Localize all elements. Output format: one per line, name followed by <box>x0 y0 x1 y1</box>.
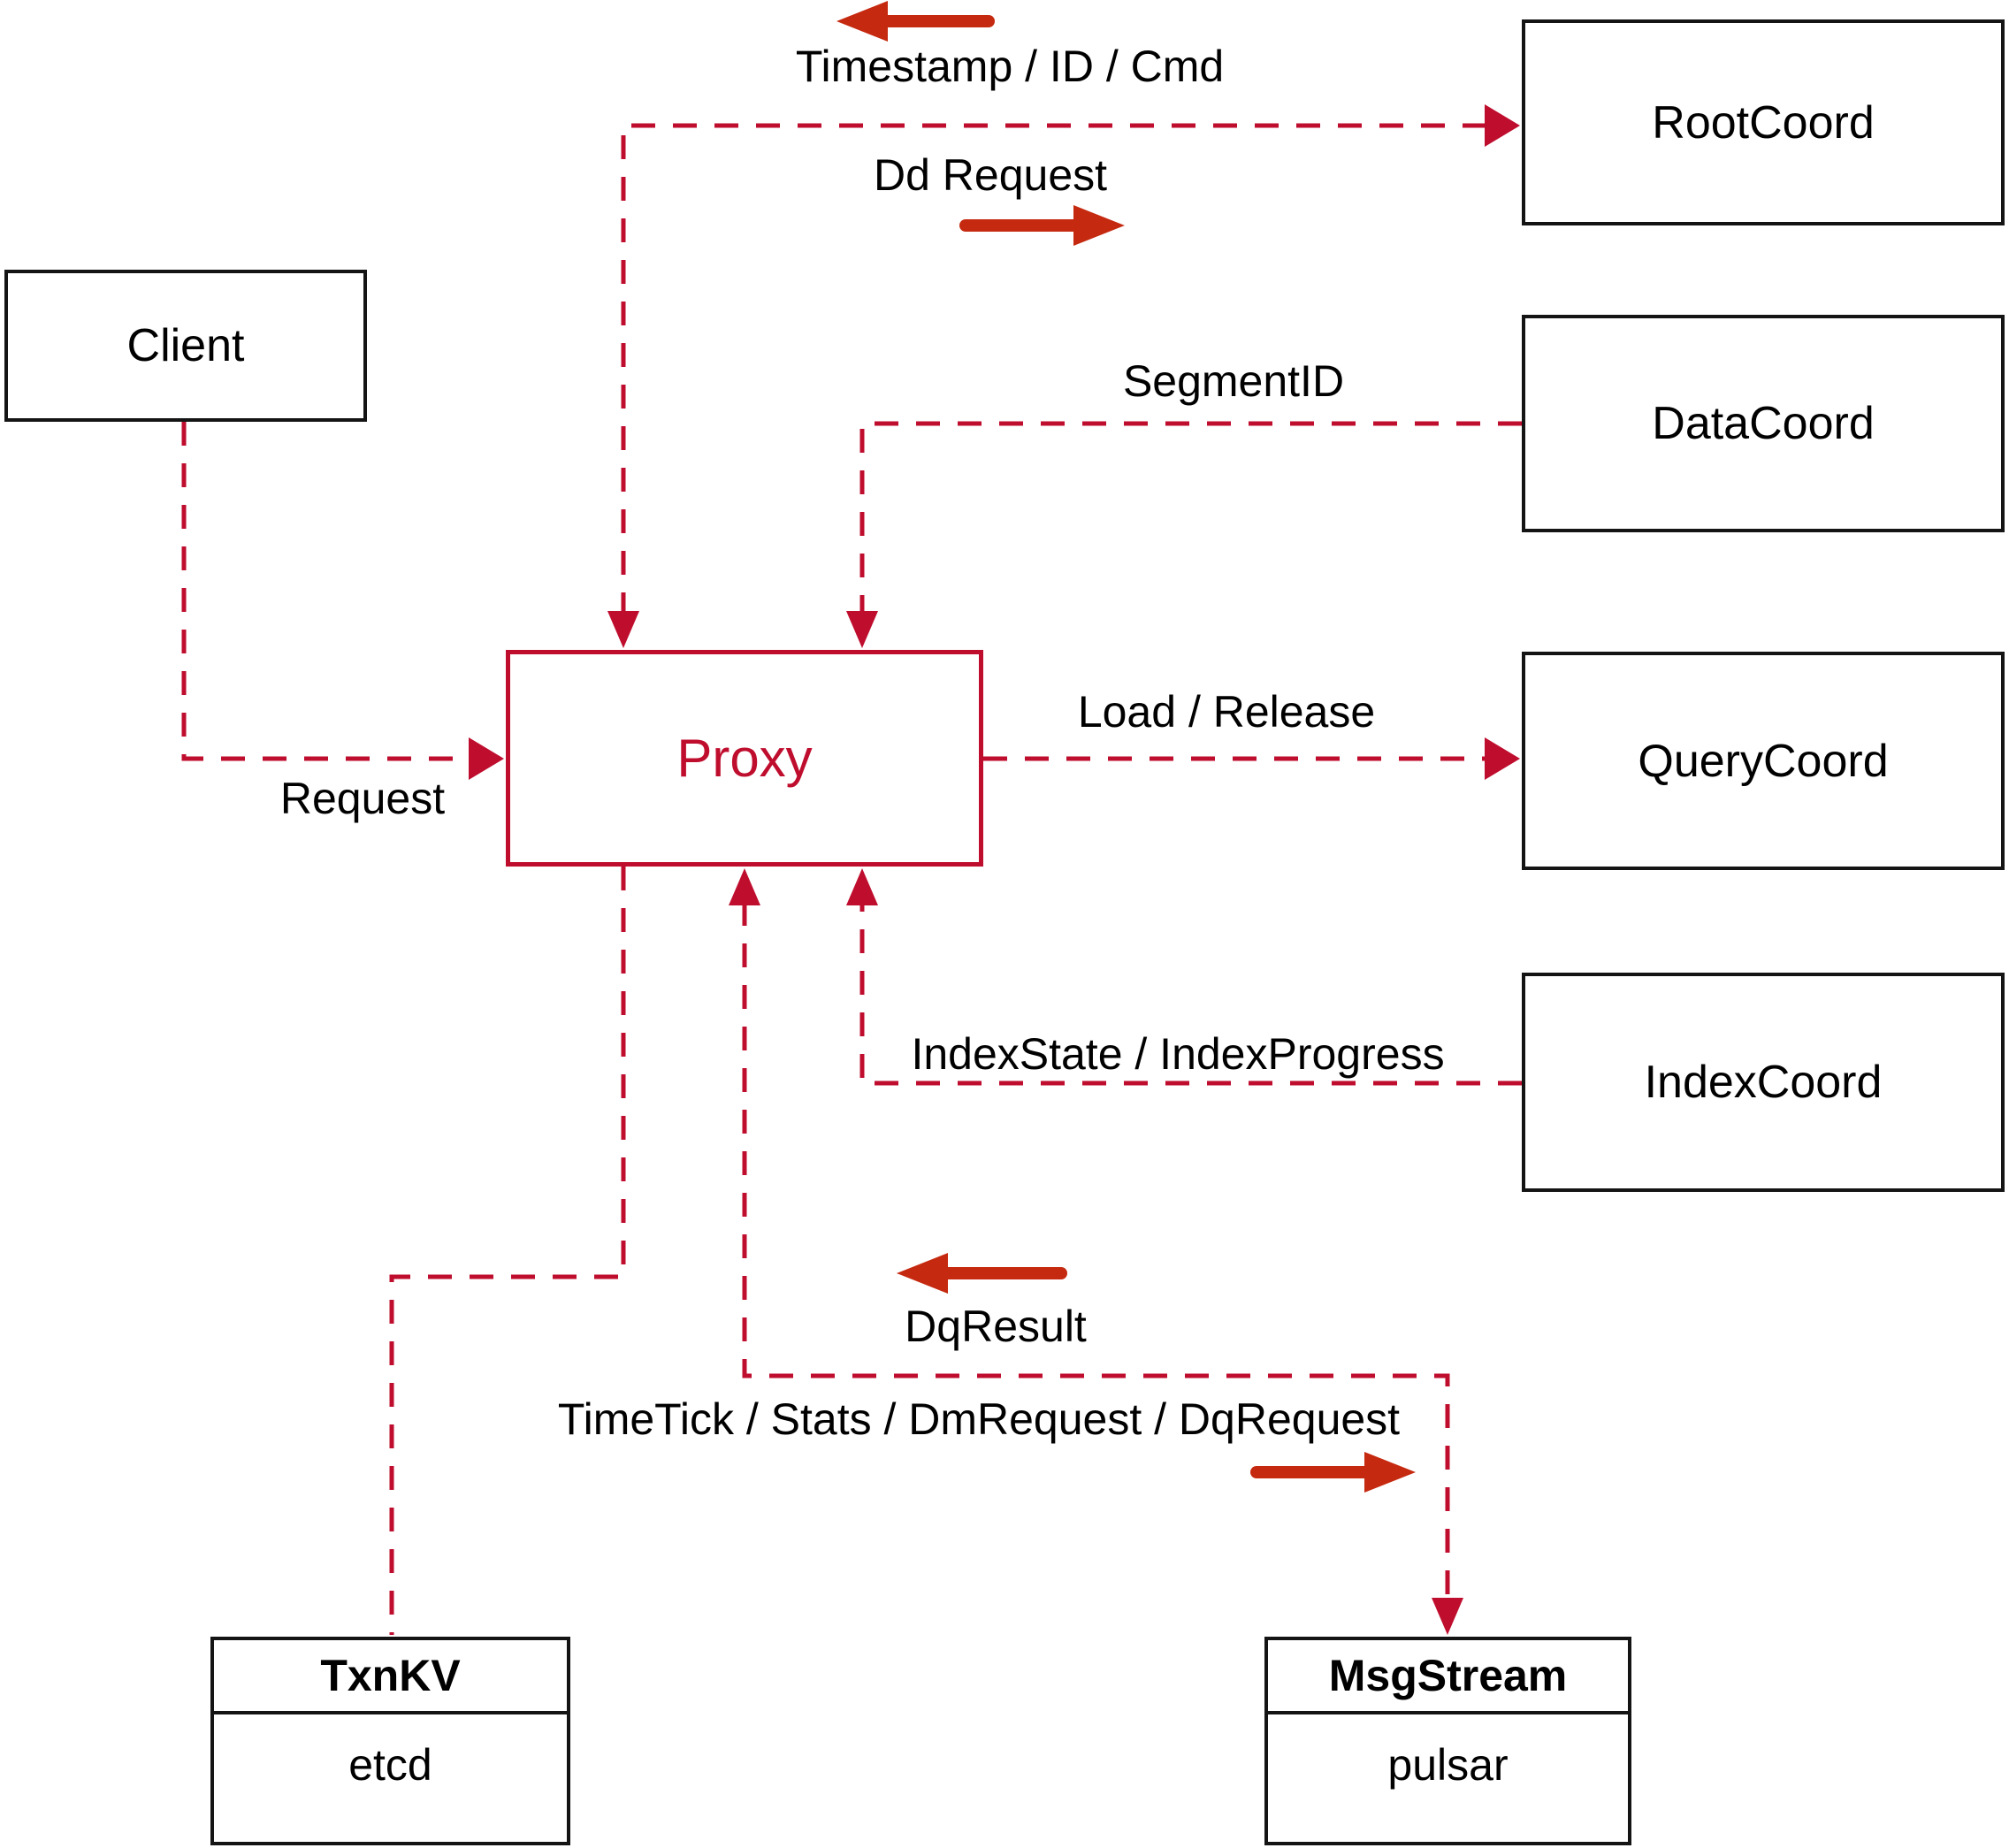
edge-datacoord-proxy <box>859 421 1522 616</box>
arrowhead-into-msgstream <box>1432 1598 1463 1635</box>
arrowhead-into-proxy-left <box>469 737 504 780</box>
left-arrow-icon-timestamp <box>836 1 995 42</box>
node-datacoord-label: DataCoord <box>1652 398 1875 449</box>
arrowhead-into-proxy-top-right <box>846 611 878 648</box>
right-arrow-icon-dd-request <box>959 205 1125 246</box>
edge-label-timestamp-id-cmd: Timestamp / ID / Cmd <box>795 42 1225 91</box>
node-client: Client <box>4 270 367 422</box>
edge-label-timetick-stats: TimeTick / Stats / DmRequest / DqRequest <box>557 1394 1401 1444</box>
node-proxy: Proxy <box>506 650 983 867</box>
right-arrow-icon-timetick <box>1250 1452 1416 1493</box>
node-datacoord: DataCoord <box>1522 315 2005 532</box>
edge-proxy-msgstream <box>742 902 1450 1600</box>
node-rootcoord-label: RootCoord <box>1652 96 1875 149</box>
arrowhead-into-proxy-bottom-mid <box>729 868 760 905</box>
node-querycoord-label: QueryCoord <box>1638 735 1889 787</box>
edge-label-segment-id: SegmentID <box>1122 356 1345 406</box>
arrowhead-into-proxy-bottom-right <box>846 868 878 905</box>
edge-indexcoord-proxy <box>859 902 1522 1086</box>
node-txnkv-subtitle: etcd <box>348 1740 432 1790</box>
edge-label-dq-result: DqResult <box>905 1302 1087 1351</box>
edge-label-load-release: Load / Release <box>1077 687 1376 737</box>
edge-label-index-state-progress: IndexState / IndexProgress <box>911 1029 1445 1079</box>
node-indexcoord: IndexCoord <box>1522 973 2005 1192</box>
node-msgstream-subtitle: pulsar <box>1387 1740 1509 1790</box>
node-querycoord: QueryCoord <box>1522 652 2005 870</box>
node-indexcoord-label: IndexCoord <box>1644 1057 1883 1108</box>
edge-proxy-txnkv <box>389 867 626 1635</box>
edge-label-dd-request: Dd Request <box>873 150 1108 200</box>
arrowhead-into-rootcoord <box>1485 104 1520 147</box>
node-msgstream: MsgStream pulsar <box>1264 1637 1631 1845</box>
node-txnkv-title: TxnKV <box>214 1640 567 1714</box>
edge-client-proxy <box>181 422 470 761</box>
edge-label-request: Request <box>279 774 446 823</box>
arrowhead-into-querycoord <box>1485 737 1520 780</box>
node-txnkv: TxnKV etcd <box>210 1637 570 1845</box>
node-proxy-label: Proxy <box>676 729 813 788</box>
node-client-label: Client <box>126 320 245 371</box>
arrowhead-into-proxy-top-left <box>607 611 639 648</box>
left-arrow-icon-dqresult <box>897 1253 1067 1294</box>
node-rootcoord: RootCoord <box>1522 19 2005 225</box>
node-msgstream-title: MsgStream <box>1268 1640 1628 1714</box>
